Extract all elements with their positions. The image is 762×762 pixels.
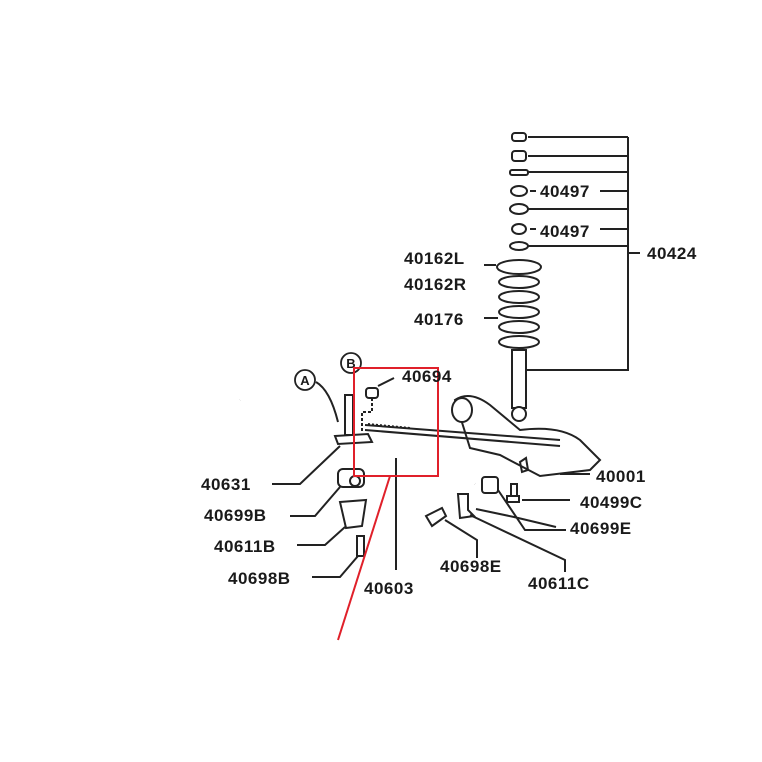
- coil-spring: [484, 259, 542, 349]
- bolt-40499C: [506, 483, 520, 503]
- label-40001: 40001: [596, 467, 646, 486]
- crossmember: [451, 395, 602, 478]
- label-40497-lower: 40497: [540, 222, 590, 241]
- bolt-40698E: [424, 506, 448, 528]
- callout-a: A: [294, 369, 339, 423]
- label-40631: 40631: [201, 475, 251, 494]
- part-labels: 40497 40497 40424 40162L 40162R 40176 40…: [201, 182, 697, 598]
- label-40497-upper: 40497: [540, 182, 590, 201]
- label-40603: 40603: [364, 579, 414, 598]
- bracket-40611B: [338, 498, 368, 530]
- label-40162R: 40162R: [404, 275, 467, 294]
- tension-rod: [364, 423, 561, 447]
- label-40611B: 40611B: [214, 537, 276, 556]
- highlight-box: [337, 367, 439, 641]
- bracket-40611C: [456, 493, 477, 520]
- label-40499C: 40499C: [580, 493, 643, 512]
- strut-body: [511, 349, 527, 422]
- nut-40694: [361, 387, 379, 432]
- label-40424: 40424: [647, 244, 697, 263]
- label-40611C: 40611C: [528, 574, 590, 593]
- stabilizer-bar: [238, 393, 476, 486]
- label-40698B: 40698B: [228, 569, 291, 588]
- label-40176: 40176: [414, 310, 464, 329]
- callout-b-label: B: [346, 356, 355, 371]
- bolt-40698B: [356, 535, 365, 557]
- label-40698E: 40698E: [440, 557, 502, 576]
- strut-hardware-stack: [509, 132, 640, 371]
- label-40162L: 40162L: [404, 249, 465, 268]
- label-40699E: 40699E: [570, 519, 632, 538]
- label-40699B: 40699B: [204, 506, 267, 525]
- bushing-40699E: [481, 476, 499, 494]
- label-40694: 40694: [402, 367, 452, 386]
- bushing-40699B: [337, 468, 365, 488]
- callout-b: B: [340, 352, 362, 374]
- leader-lines: [272, 377, 590, 578]
- callout-a-label: A: [300, 373, 310, 388]
